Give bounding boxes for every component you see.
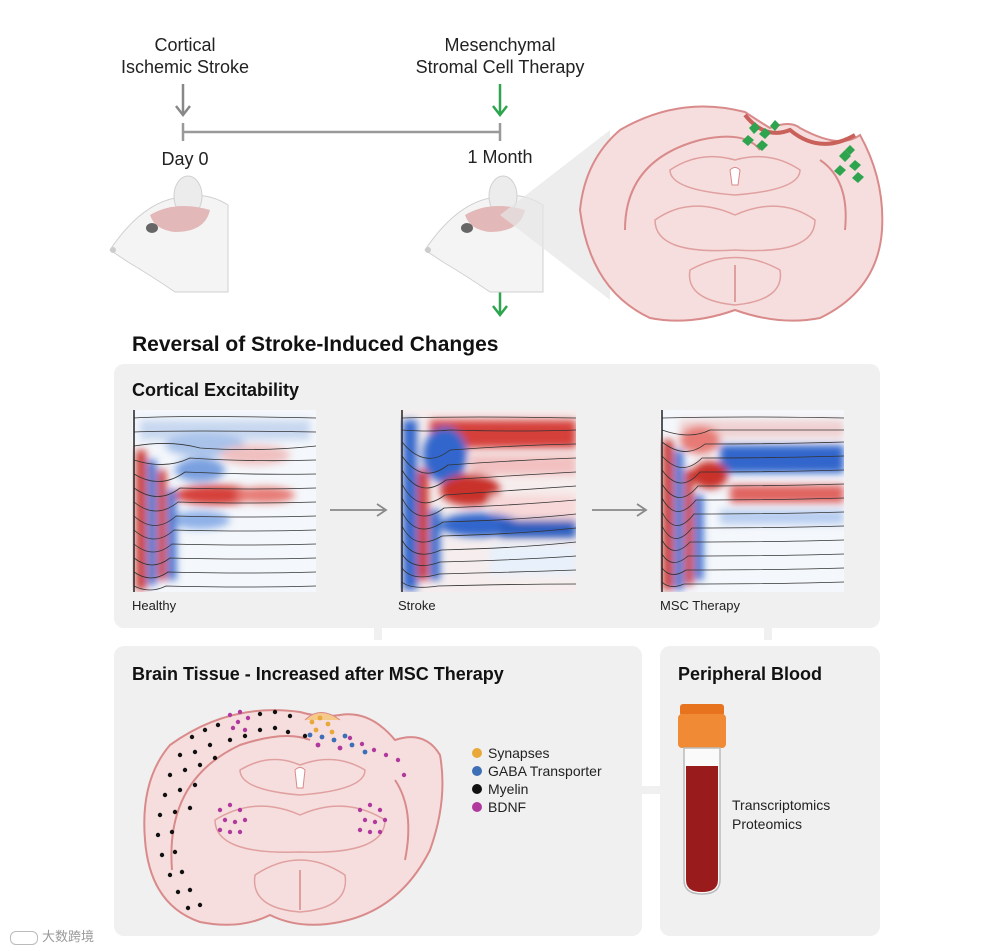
label-healthy: Healthy	[132, 598, 177, 613]
msc-cells-icon	[742, 120, 864, 183]
therapy-arrow-icon	[492, 84, 508, 118]
synapses-dot-icon	[472, 748, 482, 758]
therapy-event-label: Mesenchymal Stromal Cell Therapy	[415, 35, 585, 77]
brain-legend: Synapses GABA Transporter Myelin BDNF	[472, 744, 602, 816]
legend-gaba: GABA Transporter	[472, 762, 602, 780]
label-msc-therapy: MSC Therapy	[660, 598, 740, 613]
blood-tube-icon	[678, 704, 726, 895]
lesion-markers	[307, 715, 368, 755]
one-month-label: 1 Month	[467, 147, 533, 167]
label-stroke: Stroke	[398, 598, 436, 613]
heatmaps	[132, 410, 844, 640]
myelin-dots	[155, 709, 308, 911]
stroke-event-label: Cortical Ischemic Stroke	[120, 35, 250, 77]
legend-myelin: Myelin	[472, 780, 602, 798]
day0-label: Day 0	[161, 149, 209, 169]
arrow-right-icon	[592, 503, 648, 517]
legend-bdnf: BDNF	[472, 798, 602, 816]
blood-analysis-text: Transcriptomics Proteomics	[732, 797, 831, 832]
gaba-dot-icon	[472, 766, 482, 776]
heatmap-stroke	[400, 410, 576, 592]
legend-synapses: Synapses	[472, 744, 602, 762]
arrow-right-icon	[330, 503, 388, 517]
excitability-title: Cortical Excitability	[132, 380, 300, 400]
peripheral-blood-title: Peripheral Blood	[678, 664, 823, 684]
myelin-dot-icon	[472, 784, 482, 794]
projection-cone	[500, 130, 610, 300]
brain-tissue-title: Brain Tissue - Increased after MSC Thera…	[132, 664, 504, 684]
connector	[642, 786, 660, 794]
watermark-logo-icon	[10, 930, 38, 945]
connector	[374, 628, 382, 640]
brain-section-icon	[578, 105, 884, 322]
stroke-arrow-icon	[175, 84, 191, 118]
mouse-icon	[109, 175, 229, 293]
brain-section-icon	[143, 709, 444, 926]
bdnf-dot-icon	[472, 802, 482, 812]
watermark: 大数跨境	[10, 926, 94, 945]
heatmap-msc	[660, 410, 844, 592]
section-title: Reversal of Stroke-Induced Changes	[132, 333, 499, 356]
timeline-bar	[181, 123, 502, 141]
bdnf-dots	[217, 709, 407, 835]
heatmap-healthy	[132, 410, 316, 592]
connector	[764, 628, 772, 640]
timeline-graphic	[109, 84, 884, 322]
brain-tissue-diagram	[143, 709, 444, 926]
